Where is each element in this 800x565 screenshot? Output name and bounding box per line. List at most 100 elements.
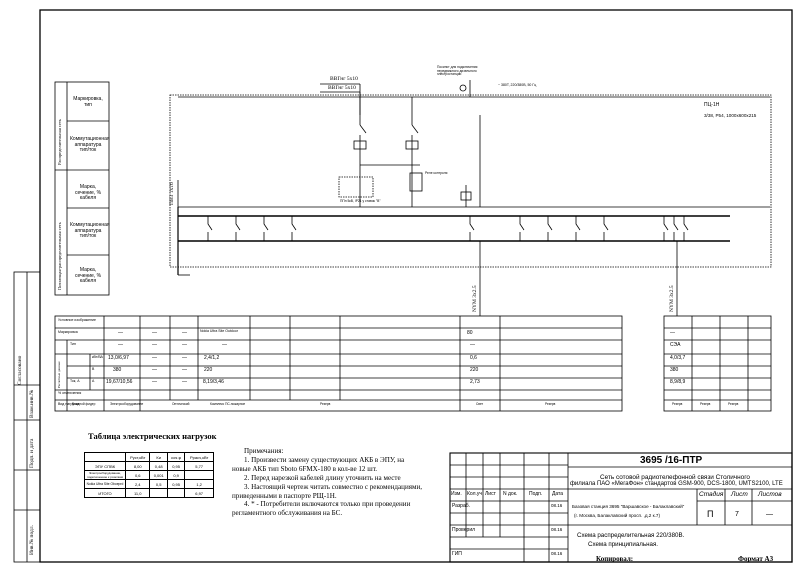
date: 08.16 xyxy=(551,551,563,556)
load-type: Вводной фидер xyxy=(72,402,96,406)
row-header-table xyxy=(54,81,110,296)
date: 08.16 xyxy=(551,527,563,532)
cell: 11,0 xyxy=(124,488,151,498)
cell: 0,95 xyxy=(166,461,186,471)
role-developer: Разраб. xyxy=(452,503,471,509)
cell: 1,2 xyxy=(184,479,214,489)
dist-group-label: Распределительная сеть xyxy=(57,119,62,165)
table-row: Электрооборудование, подключенное к розе… xyxy=(84,470,214,480)
load-type: Оптический xyxy=(172,402,190,406)
sign-date-label: Подп. и дата xyxy=(29,438,35,468)
cell: 0,001 xyxy=(149,470,168,480)
note-line: 3. Настоящий чертеж читать совместно с р… xyxy=(244,482,423,491)
tb-header: Изм. xyxy=(451,491,462,497)
cell: ИТОГО xyxy=(84,488,126,498)
unit-kw: кВт/ВА xyxy=(92,355,103,359)
cell: — xyxy=(152,330,157,336)
cell: 6,97 xyxy=(184,488,214,498)
table-row: ИТОГО 11,0 6,97 xyxy=(84,488,214,498)
top-right-note: ~ 380Т, 220/380В, 50 Гц xyxy=(498,83,537,87)
ups-block xyxy=(338,176,374,198)
stage-value: П xyxy=(707,509,714,519)
row-label-symbol: Условное изображение xyxy=(58,318,96,322)
cell: cos φ xyxy=(166,452,186,462)
cell: 220 xyxy=(470,367,479,373)
cell: 4,0/3,7 xyxy=(670,355,686,361)
feed-group-label: Питающая-распределительная сеть xyxy=(57,222,62,290)
input-breaker-1 xyxy=(353,115,367,207)
ups-label: ППн 5кВ, IP21 у ставок "В" xyxy=(340,199,381,203)
cell: 0,48 xyxy=(149,461,168,471)
format-label: Формат A3 xyxy=(738,555,774,563)
cell: 0,6 xyxy=(470,355,477,361)
date: 08.16 xyxy=(551,503,563,508)
cell: — xyxy=(222,342,227,348)
note-line: 2. Перед нарезкой кабелей длину уточнить… xyxy=(244,473,401,482)
relay-label: Реле контроля xyxy=(425,171,448,175)
cell: 380 xyxy=(670,367,679,373)
load-type: Резерв xyxy=(672,402,683,406)
table-row: ЭПУ СПВК 8,00 0,48 0,95 5,77 xyxy=(84,461,214,471)
load-type: Комплекс ПС-пожарное xyxy=(210,402,246,406)
replace-inv-label: Взам.инв.№ xyxy=(29,389,35,418)
cell: — xyxy=(152,367,157,373)
stage-label: Стадия xyxy=(699,491,724,498)
load-type: Резерв xyxy=(545,402,556,406)
cell: Электрооборудование, подключенное к розе… xyxy=(84,470,126,480)
cell xyxy=(184,470,214,480)
cell: — xyxy=(118,342,123,348)
cable-feeder1: NYM 3х2.5 xyxy=(472,285,478,312)
cell xyxy=(149,488,168,498)
unit-a: А xyxy=(92,379,95,383)
load-type: Резерв xyxy=(728,402,739,406)
cell: — xyxy=(182,355,187,361)
cell: 13,0/6,97 xyxy=(108,355,129,361)
cell: 2,4 xyxy=(124,479,151,489)
load-type: Свет xyxy=(476,402,484,406)
tb-header: Подп. xyxy=(529,491,543,497)
doc-number: 3695 /16-ПТР xyxy=(640,455,703,466)
cabinet-label: ПЦ-1Н xyxy=(704,102,720,108)
cell: 2,73 xyxy=(470,379,480,385)
cell: 0,95 xyxy=(166,479,186,489)
cell xyxy=(166,488,186,498)
note-line: 1. Произвести замену существующих АКБ в … xyxy=(244,455,405,464)
notes-block: Примечания: 1. Произвести замену существ… xyxy=(232,447,442,518)
load-type: Электрооборудование xyxy=(110,402,144,406)
cell: — xyxy=(152,342,157,348)
cell: 0,6 xyxy=(124,470,151,480)
table-row: Руст,кВт Ки cos φ Ррасч,кВт xyxy=(84,452,214,462)
cell: 0,9 xyxy=(166,470,186,480)
cell: ЭПУ СПВК xyxy=(84,461,126,471)
sheet-value: 7 xyxy=(735,511,739,518)
unit-v: В xyxy=(92,367,95,371)
row-label-marking: Маркировка xyxy=(58,330,78,334)
role-checker: Проверил xyxy=(452,527,476,533)
outgoing-breakers xyxy=(207,216,689,241)
copied-label: Копировал: xyxy=(596,555,634,563)
load-table-title: Таблица электрических нагрузок xyxy=(88,431,217,441)
station-line-1: Базовая станция 3695 "Варшавское - Балак… xyxy=(572,504,685,509)
sheets-value: — xyxy=(766,511,773,518)
project-title-2: филиала ПАО «МегаФон» стандартов GSM-900… xyxy=(570,481,783,487)
cell: — xyxy=(670,330,675,336)
inv-orig-label: Инв.№ подл. xyxy=(29,525,35,555)
cell: СЭА xyxy=(670,342,681,348)
note-line: новые АКБ тип Sboto 6FMX-180 в кол-ве 12… xyxy=(232,464,378,473)
row-label-current: Ток, А xyxy=(70,379,80,383)
sheets-label: Листов xyxy=(758,491,782,498)
cell: Руст,кВт xyxy=(124,452,151,462)
cell: 0,5 xyxy=(149,479,168,489)
role-chief: ГИП xyxy=(452,551,462,557)
cabinet-sub: 3/38, Р54, 1000х600х215 xyxy=(704,113,757,118)
consumer-table-right xyxy=(663,315,772,412)
cell: 380 xyxy=(113,367,122,373)
tb-header: N док. xyxy=(503,491,518,497)
cell xyxy=(84,452,126,462)
load-type: Резерв xyxy=(320,402,331,406)
cell: 8,00 xyxy=(124,461,151,471)
consumer-table xyxy=(54,315,623,412)
cell: 19,67/10,56 xyxy=(106,379,133,385)
cell: Ки xyxy=(149,452,168,462)
cable-row2-label: Марка, сечение, % кабеля xyxy=(74,267,102,284)
